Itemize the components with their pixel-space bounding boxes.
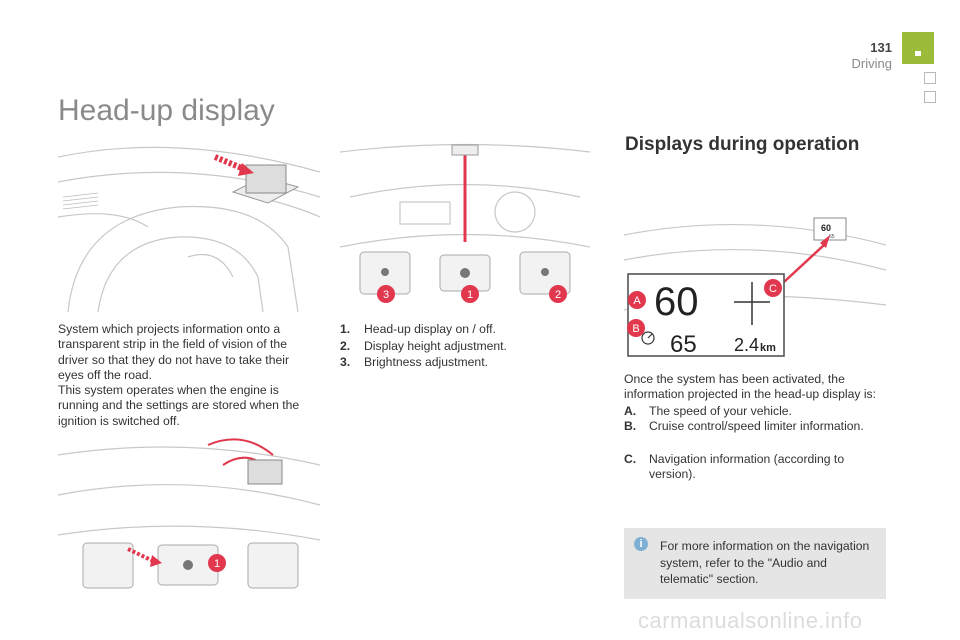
list-item: A.The speed of your vehicle. [624, 404, 792, 418]
list-item: 3.Brightness adjustment. [340, 355, 488, 369]
info-note-text: For more information on the navigation s… [660, 539, 870, 586]
dashboard-controls-illustration: 3 1 2 [340, 137, 590, 312]
list-item: C.Navigation information (according to v… [624, 452, 845, 482]
callout-b: B [632, 323, 639, 335]
section-heading: Displays during operation [625, 134, 860, 155]
dashboard-hud-illustration [58, 137, 320, 312]
list-item: 1.Head-up display on / off. [340, 322, 496, 336]
section-name: Driving [851, 56, 892, 71]
distance-unit: km [760, 342, 776, 354]
page-number: 131 [870, 40, 892, 55]
callout-a: A [633, 295, 641, 307]
callout-1: 1 [467, 289, 473, 301]
tab-marker [924, 91, 936, 103]
callout-1b: 1 [214, 558, 220, 570]
navigation-arrow-icon [734, 282, 770, 325]
section-tab [902, 32, 934, 64]
list-item: 2.Display height adjustment. [340, 338, 507, 353]
intro-text: System which projects information onto a… [58, 322, 308, 429]
display-items-list-c: C.Navigation information (according to v… [624, 452, 886, 483]
callout-3: 3 [383, 289, 389, 301]
controls-list: 1.Head-up display on / off. 2.Display he… [340, 321, 570, 371]
callout-2: 2 [555, 289, 561, 301]
display-intro: Once the system has been activated, the … [624, 372, 877, 402]
intro-paragraph: This system operates when the engine is … [58, 383, 300, 428]
hud-display-illustration: 60 65 60 65 2.4 km A B C [624, 190, 886, 360]
display-items-list: A.The speed of your vehicle. B.Cruise co… [624, 404, 886, 435]
mini-set-speed: 65 [829, 234, 835, 240]
page-title: Head-up display [58, 94, 275, 127]
hud-retract-illustration: 1 [58, 425, 320, 600]
mini-speed: 60 [821, 223, 831, 233]
info-note: i For more information on the navigation… [624, 528, 886, 599]
watermark: carmanualsonline.info [638, 608, 863, 633]
list-item: B.Cruise control/speed limiter informati… [624, 419, 864, 434]
info-icon: i [634, 537, 648, 551]
speedometer-icon [641, 331, 655, 345]
callout-c: C [769, 283, 777, 295]
distance-value: 2.4 [734, 335, 759, 355]
speed-value: 60 [654, 280, 699, 324]
set-speed-value: 65 [670, 331, 697, 358]
intro-paragraph: System which projects information onto a… [58, 322, 290, 382]
tab-marker [924, 72, 936, 84]
